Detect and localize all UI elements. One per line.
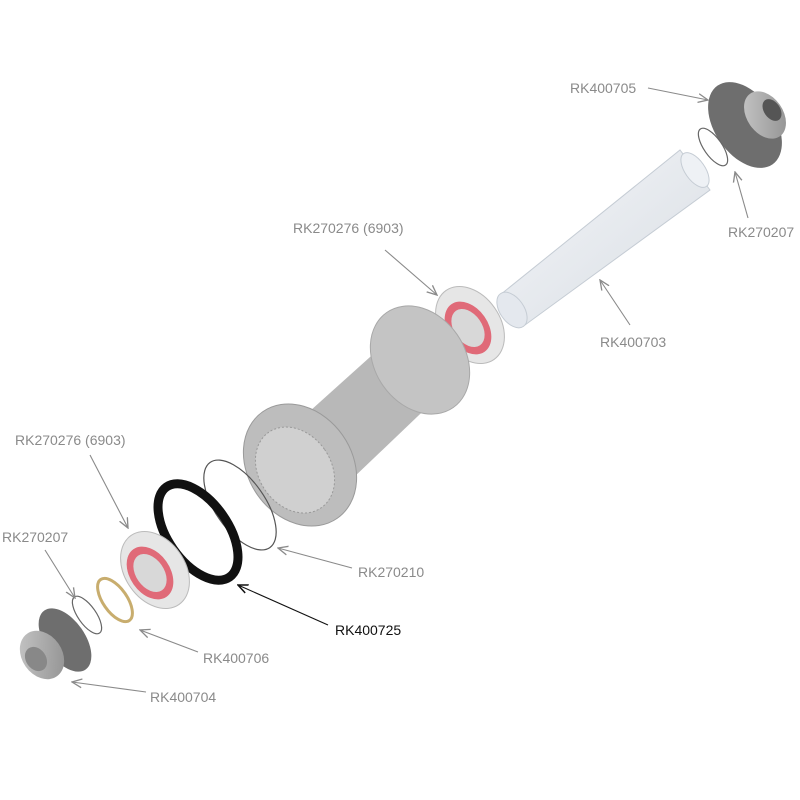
label-rk270207-bottom: RK270207 [2,529,68,545]
leader-arrow [735,172,749,219]
leader-arrow [44,549,75,598]
leader-arrow [278,548,353,569]
leader-arrow [238,585,329,626]
label-rk400703: RK400703 [600,334,666,350]
part-rk270207-top-oring [697,127,729,167]
label-rk400704: RK400704 [150,689,216,705]
part-hub-body [242,305,471,527]
leader-arrow [89,454,128,528]
label-rk270210: RK270210 [358,564,424,580]
label-rk400706: RK400706 [203,650,269,666]
part-rk400705-end-cap [708,82,786,168]
label-rk400725: RK400725 [335,622,401,638]
leader-arrow [647,87,708,100]
leader-arrow [72,682,147,693]
label-rk270207-top: RK270207 [728,224,794,240]
part-rk270276-bottom-bearing [120,531,190,609]
part-rk400704-end-cap [19,608,92,680]
part-rk400703-axle [496,149,711,329]
leader-arrow [600,280,631,326]
label-rk270276-bottom: RK270276 (6903) [15,432,126,448]
part-rk270210-oring [203,459,277,551]
part-rk400706-wave-washer [96,576,134,624]
label-rk270276-top: RK270276 (6903) [293,220,404,236]
label-rk400705: RK400705 [570,80,636,96]
leader-arrow [140,630,199,653]
leader-arrow [384,249,437,295]
